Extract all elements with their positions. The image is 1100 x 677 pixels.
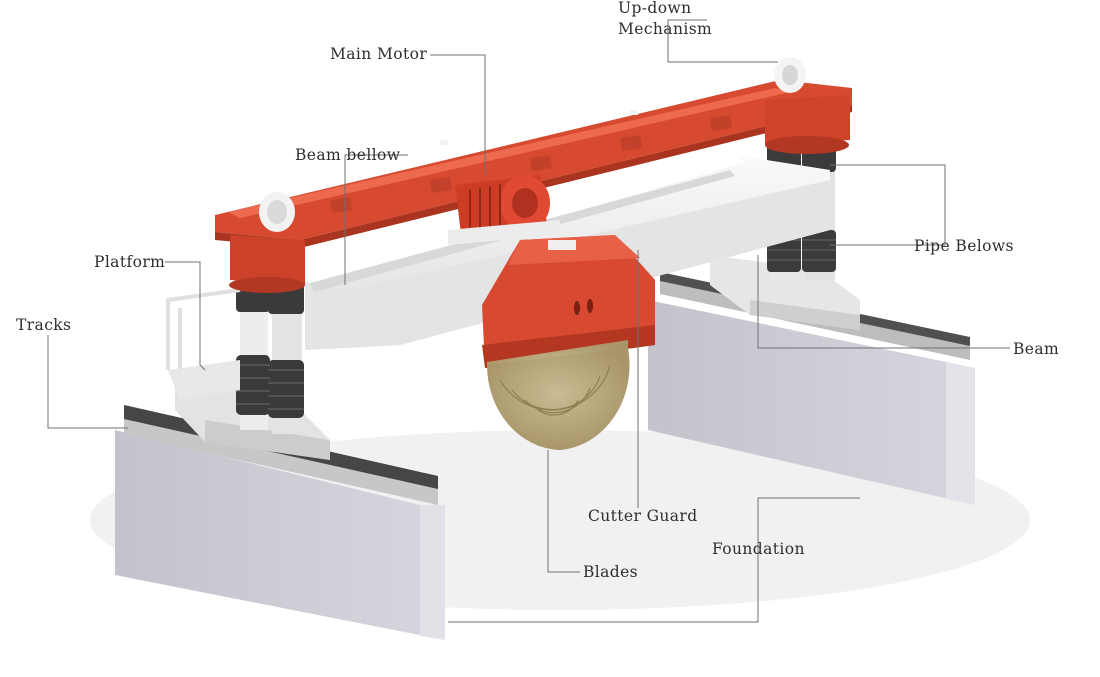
beam-label: Beam [1013,340,1060,358]
up-down-mechanism-label-line2: Mechanism [618,20,713,38]
platform [166,288,241,400]
cutter-guard-label: Cutter Guard [588,507,698,525]
right-lift-housing [765,57,850,154]
up-down-mechanism-label-line1: Up-down [618,0,692,17]
beam-bellow-label: Beam bellow [295,146,401,164]
pipe-belows-label: Pipe Belows [914,237,1014,255]
main-motor-label: Main Motor [330,45,428,63]
blades-label: Blades [583,563,639,581]
foundation-label: Foundation [712,540,805,558]
platform-label: Platform [94,253,166,271]
leader-lines [47,19,1010,623]
saw-blade [487,340,630,450]
main-motor [448,175,560,245]
left-columns [236,260,304,434]
left-lift-housing [229,192,305,293]
tracks-label: Tracks [16,316,72,334]
top-frame [215,80,852,248]
